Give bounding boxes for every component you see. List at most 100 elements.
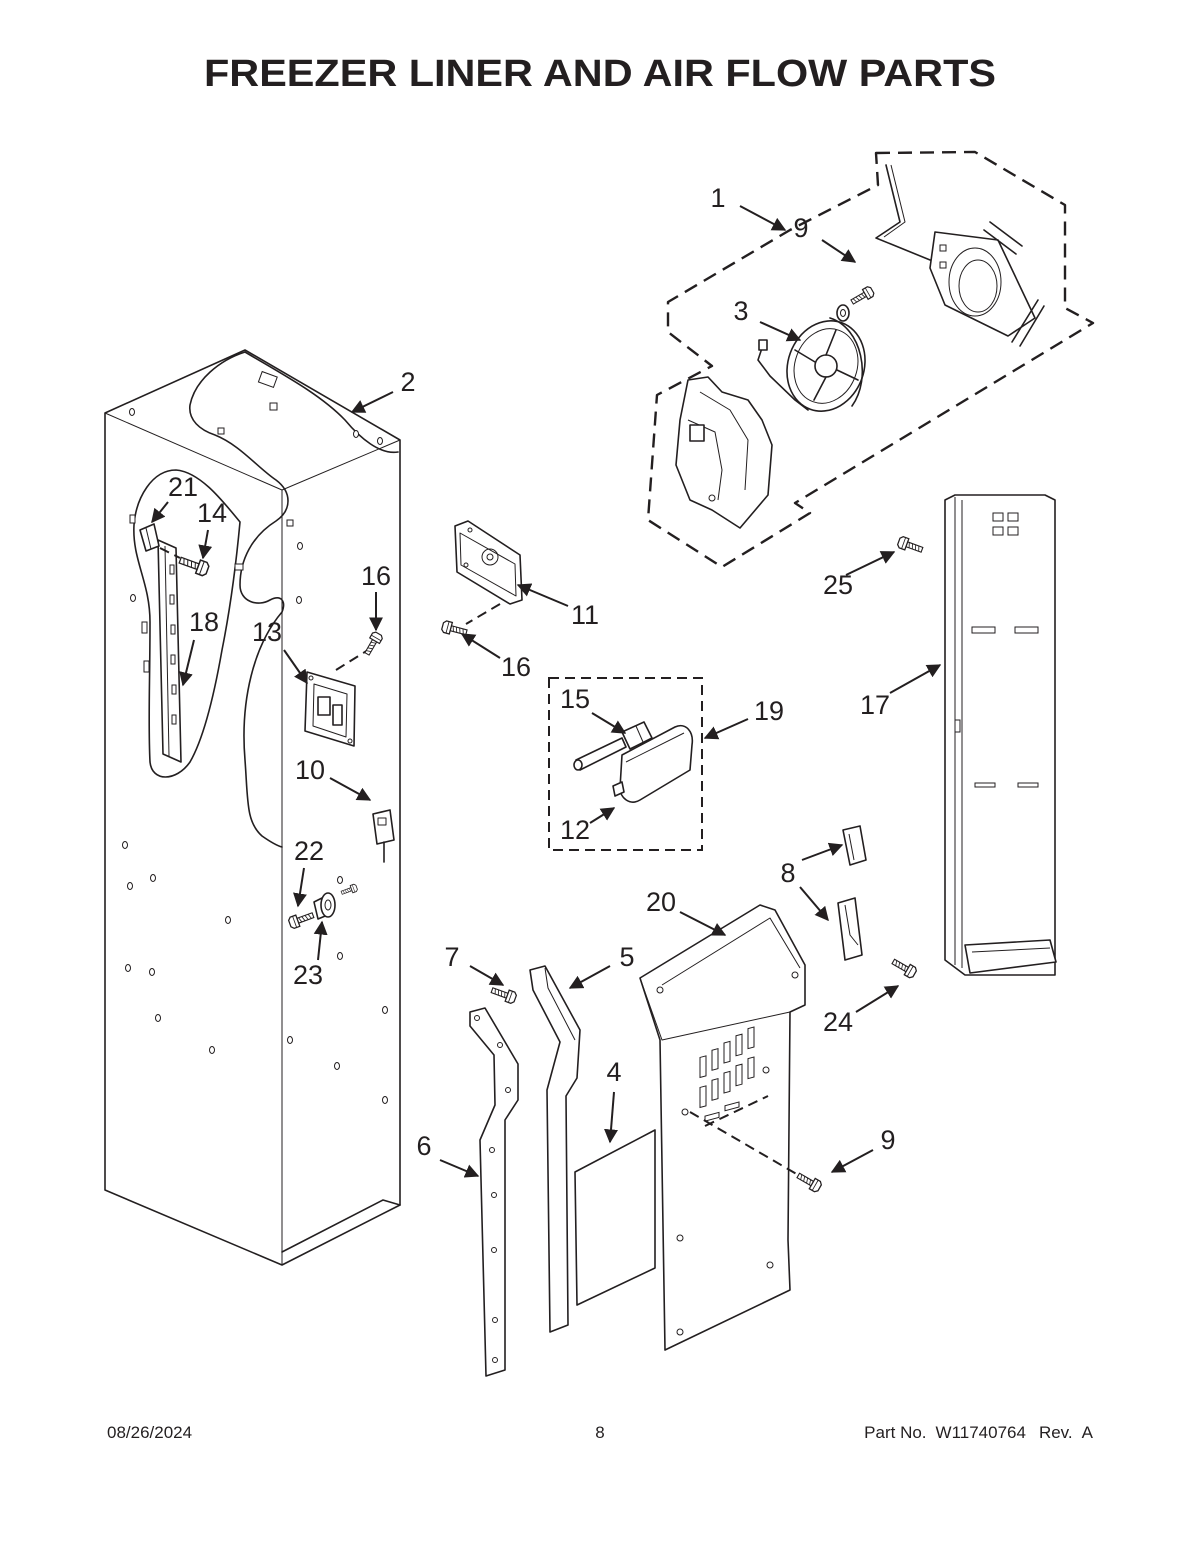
panel-outline (944, 494, 1056, 976)
wire-connector (758, 339, 768, 351)
hole (497, 1042, 503, 1048)
hole (492, 1357, 498, 1363)
callout-label: 1 (710, 183, 725, 213)
callout-label: 15 (560, 684, 590, 714)
hole (287, 1036, 293, 1044)
cover-fold (639, 977, 791, 1041)
page-title: FREEZER LINER AND AIR FLOW PARTS (204, 53, 996, 95)
vent-slot (747, 1056, 755, 1080)
hole (681, 1108, 689, 1116)
hole (149, 968, 155, 976)
liner-holes (122, 370, 388, 1104)
slot (939, 261, 947, 269)
callout-arrow (313, 920, 328, 961)
shroud-detail (689, 424, 705, 442)
washer-bore (840, 309, 846, 317)
liner-floor-edge (281, 1199, 401, 1253)
control-box-dial-center (486, 553, 494, 561)
rail-outline (157, 539, 182, 763)
probe-connector-edge (635, 725, 644, 743)
callout-label: 6 (416, 1131, 431, 1161)
slot (129, 514, 136, 524)
part-1-assembly (646, 150, 1095, 569)
callout-arrow (568, 965, 611, 989)
vent-slot (992, 526, 1004, 536)
part-17-drawing (944, 494, 1057, 976)
hole (505, 1087, 511, 1093)
part-12-drawing (612, 725, 694, 803)
pad-outline (574, 1129, 656, 1306)
callout-arrow (759, 321, 802, 342)
liner-top-cutout (189, 351, 289, 613)
hole (377, 437, 383, 445)
cover-fold (661, 917, 801, 986)
hole (209, 1046, 215, 1054)
hole (297, 542, 303, 550)
strip-edge (544, 967, 576, 1041)
vent-strip (983, 229, 1017, 255)
grommet-flange (320, 892, 336, 918)
fan-housing-drawing (929, 221, 1045, 347)
part-14-drawing (159, 547, 211, 578)
rail-slot (169, 564, 175, 575)
bracket-upper (842, 825, 867, 866)
part-7-screw (489, 983, 518, 1005)
part-no-label: Part No. (864, 1423, 926, 1442)
hole (122, 841, 128, 849)
callout-arrow (845, 551, 896, 576)
callout-arrow (604, 1091, 618, 1144)
assembly-outline (646, 150, 1095, 569)
hole (382, 1006, 388, 1014)
part-4-drawing (574, 1129, 656, 1306)
slot (974, 782, 996, 788)
callout-label: 21 (168, 472, 198, 502)
tray-edge (971, 947, 1051, 953)
callout-label: 20 (646, 887, 676, 917)
housing-ring-inner (958, 259, 998, 313)
callout-label: 23 (293, 960, 323, 990)
footer-date: 08/26/2024 (107, 1423, 192, 1442)
hole (337, 952, 343, 960)
probe-tip (573, 759, 583, 771)
callout-arrow (830, 1149, 874, 1173)
page-number: 8 (595, 1423, 604, 1442)
callout-label: 8 (780, 858, 795, 888)
callout-arrow (679, 911, 727, 936)
grommet-bore (324, 899, 332, 911)
hole (762, 1066, 770, 1074)
hole (791, 971, 799, 979)
callout-label: 19 (754, 696, 784, 726)
bracket-edge (145, 527, 152, 550)
slot (217, 427, 225, 435)
callout-label: 7 (444, 942, 459, 972)
housing-outline (619, 725, 694, 803)
callout-arrow (821, 239, 857, 263)
rail-slot (170, 624, 176, 635)
callout-label: 13 (252, 617, 282, 647)
callout-label: 9 (880, 1125, 895, 1155)
washer (836, 304, 850, 322)
control-box-dial (481, 548, 499, 566)
hole (676, 1328, 684, 1336)
rail-slot (171, 684, 177, 695)
vent-slot (724, 1101, 740, 1112)
callout-label: 5 (619, 942, 634, 972)
slot (1017, 782, 1039, 788)
bracket-edge (844, 904, 859, 946)
part-20-drawing (639, 904, 806, 1351)
housing-nub (612, 781, 625, 797)
rev-value: A (1082, 1423, 1094, 1442)
vent-slot (711, 1077, 719, 1101)
callout-arrow (460, 633, 501, 659)
vent-slot (711, 1047, 719, 1071)
part-9-screw (794, 1169, 824, 1194)
hole (129, 408, 135, 416)
hole (353, 430, 359, 438)
fan-spoke (813, 376, 827, 401)
callout-labels: 1 9 3 2 21 14 16 11 18 13 16 15 19 17 25… (168, 183, 896, 1161)
assembly-line (335, 649, 369, 671)
callout-arrow (591, 712, 627, 734)
part-24-screw (889, 955, 919, 980)
fan-spoke (794, 349, 816, 363)
component-detail (377, 817, 387, 826)
